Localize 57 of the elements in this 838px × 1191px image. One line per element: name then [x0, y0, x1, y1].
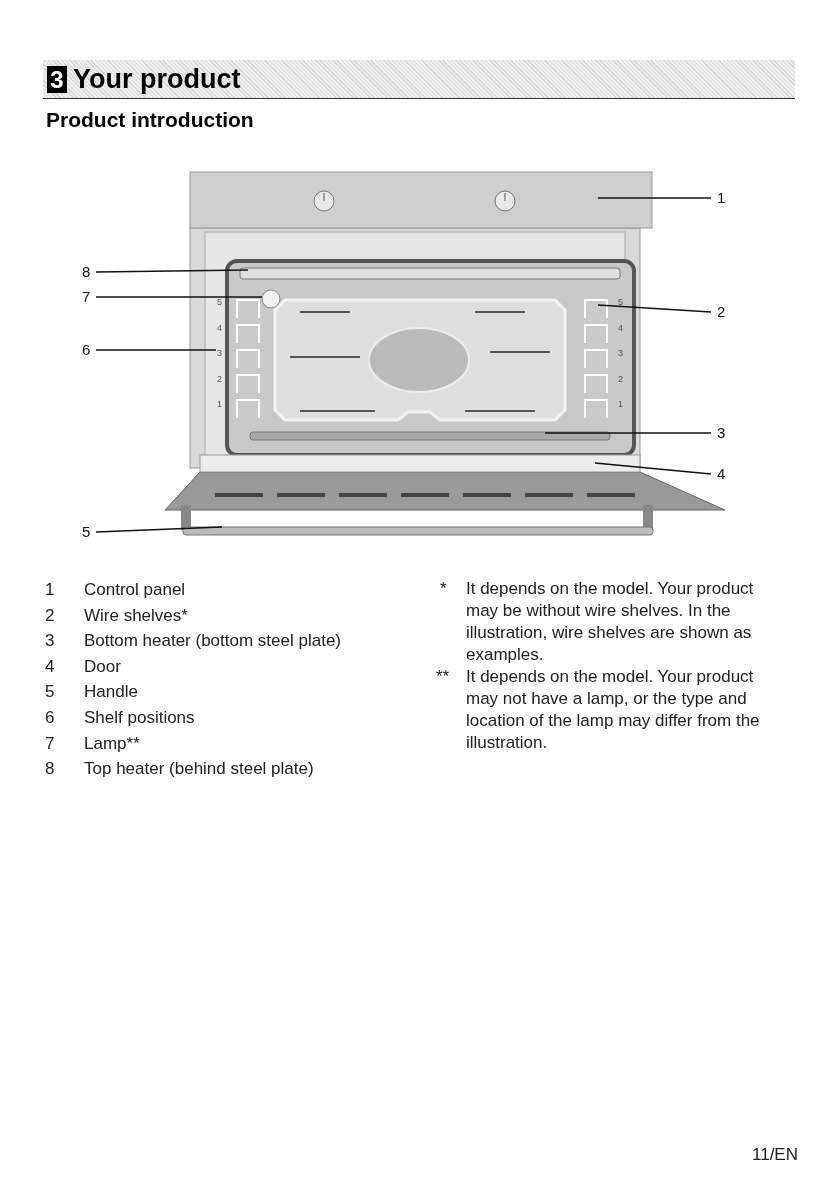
leader-line — [95, 349, 217, 351]
subheading: Product introduction — [46, 108, 254, 132]
shelf-number: 3 — [618, 348, 623, 358]
leader-line — [95, 269, 249, 273]
door-handle — [182, 526, 654, 536]
callout-number: 3 — [717, 425, 726, 441]
list-text: Handle — [84, 682, 138, 703]
shelf-number: 5 — [618, 297, 623, 307]
callout-number: 7 — [82, 289, 91, 305]
leader-line — [95, 296, 263, 298]
footnote-text: It depends on the model. Your product may be without wire shelves. In the illustration, wire shelves are shown as examples. — [466, 578, 755, 666]
leader-line — [597, 197, 712, 199]
list-text: Control panel — [84, 580, 186, 600]
leader-line — [597, 304, 712, 313]
leader-line — [594, 462, 712, 475]
bottom-heater-plate — [249, 431, 611, 441]
list-number: 3 — [45, 631, 55, 652]
callout-number: 5 — [82, 524, 91, 540]
shelf-number: 2 — [217, 373, 222, 384]
list-number: 6 — [45, 708, 55, 728]
list-number: 1 — [45, 580, 55, 600]
leader-line — [95, 526, 223, 533]
list-number: 8 — [45, 759, 55, 780]
control-panel — [189, 171, 653, 229]
shelf-number: 4 — [217, 322, 222, 333]
callout-number: 6 — [82, 342, 91, 358]
callout-number: 2 — [717, 304, 726, 320]
page-number: 11/EN — [752, 1145, 798, 1165]
leader-line — [544, 432, 712, 434]
callout-number: 4 — [717, 466, 726, 482]
top-heater-plate — [239, 267, 621, 280]
list-text: Lamp** — [84, 733, 140, 754]
wire-shelf — [584, 299, 608, 419]
lamp — [261, 289, 281, 309]
callout-number: 1 — [717, 190, 726, 206]
shelf-number: 1 — [618, 399, 623, 409]
list-number: 2 — [45, 605, 55, 626]
list-text: Top heater (behind steel plate) — [84, 759, 314, 780]
oven-door — [199, 454, 641, 473]
shelf-number: 1 — [217, 399, 222, 409]
list-number: 7 — [45, 733, 55, 754]
list-text: Shelf positions — [84, 708, 195, 728]
list-text: Wire shelves* — [84, 605, 188, 626]
footnote-mark: ** — [436, 666, 450, 688]
list-number: 4 — [45, 656, 55, 677]
shelf-number: 3 — [217, 348, 222, 358]
footnote-mark: * — [440, 578, 447, 600]
shelf-number: 5 — [217, 297, 222, 307]
section-number: 3 — [47, 66, 67, 93]
list-text: Bottom heater (bottom steel plate) — [84, 631, 342, 652]
shelf-number: 2 — [618, 373, 623, 384]
section-title: Your product — [73, 63, 241, 96]
shelf-number: 4 — [618, 322, 623, 333]
callout-number: 8 — [82, 264, 91, 280]
list-text: Door — [84, 656, 121, 677]
footnote-text: It depends on the model. Your product may not have a lamp, or the type and location of the lamp may differ from the illustration. — [466, 666, 761, 754]
list-number: 5 — [45, 682, 55, 703]
